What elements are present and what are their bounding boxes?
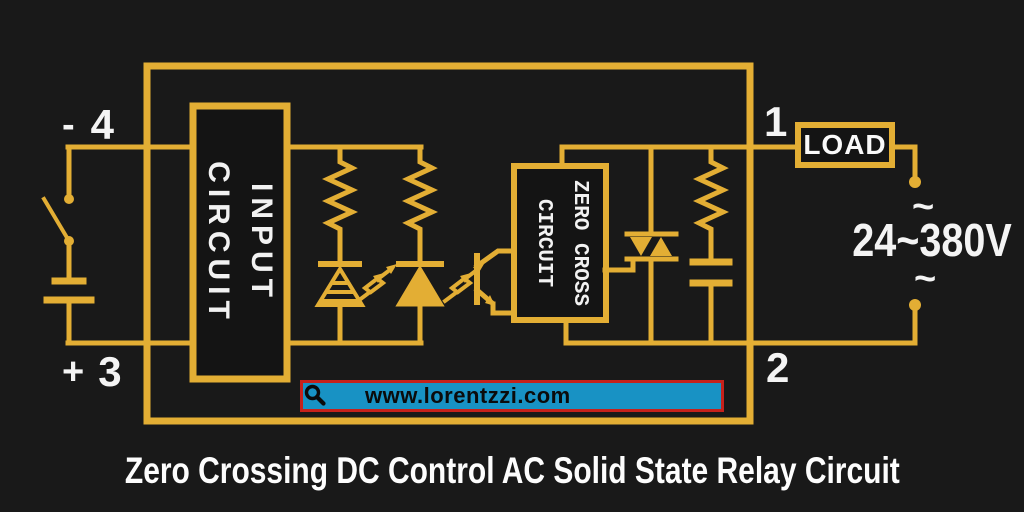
website-url[interactable]: www.lorentzzi.com xyxy=(365,383,571,408)
website-banner[interactable]: www.lorentzzi.com xyxy=(300,380,724,412)
snubber-resistor-symbol xyxy=(692,144,730,262)
load-wires xyxy=(890,144,918,346)
caption: Zero Crossing DC Control AC Solid State … xyxy=(0,450,1024,492)
triac-symbol xyxy=(602,144,679,346)
ac-wires xyxy=(559,144,918,346)
terminal-4-number: 4 xyxy=(90,101,115,148)
resistor-symbol-2 xyxy=(401,144,439,265)
phototransistor-symbol xyxy=(473,248,517,316)
ac-voltage-range: 24~380V xyxy=(852,214,1012,266)
input-circuit-line1: INPUT xyxy=(245,183,278,303)
input-circuit-box xyxy=(189,102,291,383)
ac-terminal-dot-bottom xyxy=(909,299,921,311)
led-symbol-striped xyxy=(314,261,366,346)
load-box: LOAD xyxy=(795,122,895,168)
ssr-case-outline xyxy=(143,62,754,425)
terminal-4-label: - 4 xyxy=(62,104,114,146)
zero-cross-stubs xyxy=(559,144,569,346)
zero-cross-label: ZERO CROSS CIRCUIT xyxy=(522,168,600,318)
triac-gate-wire xyxy=(602,256,636,273)
terminal-3-label: + 3 xyxy=(62,351,122,393)
led-symbol-solid xyxy=(395,261,445,346)
input-circuit-label: INPUT CIRCUIT xyxy=(195,113,285,373)
zero-cross-line2: CIRCUIT xyxy=(532,198,555,288)
resistor-symbol-1 xyxy=(321,144,359,265)
plus-sign: + xyxy=(62,351,85,393)
input-circuit-line2: CIRCUIT xyxy=(202,161,235,325)
ac-tilde-bottom: ~ xyxy=(914,258,937,300)
terminal-2-number: 2 xyxy=(766,344,790,391)
load-label: LOAD xyxy=(803,129,887,160)
ac-terminal-dot-top xyxy=(909,176,921,188)
dc-switch-symbol xyxy=(41,144,74,246)
caption-text: Zero Crossing DC Control AC Solid State … xyxy=(124,450,900,491)
search-icon xyxy=(304,384,326,406)
battery-symbol xyxy=(43,238,95,346)
zero-cross-circuit-box xyxy=(511,163,609,323)
minus-sign: - xyxy=(62,104,75,146)
dc-wires xyxy=(65,144,424,346)
zero-cross-line1: ZERO CROSS xyxy=(568,179,591,307)
light-emission-arrows-1 xyxy=(358,264,397,301)
ac-tilde-top: ~ xyxy=(912,186,935,228)
terminal-3-number: 3 xyxy=(98,348,122,395)
capacitor-symbol xyxy=(689,258,733,346)
terminal-1-number: 1 xyxy=(764,98,788,145)
